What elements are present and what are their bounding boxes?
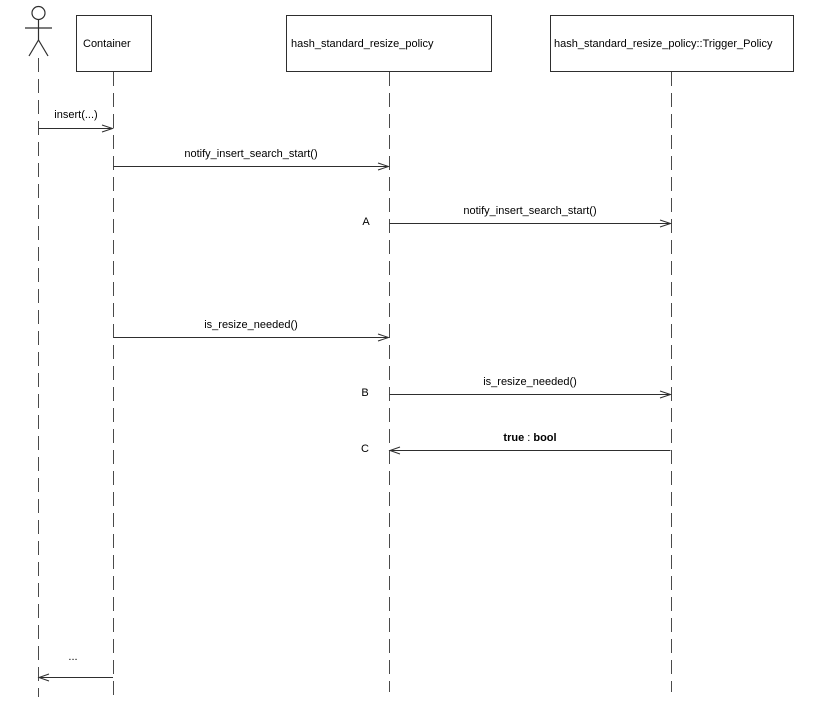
- message-label-notify-insert-search-start-2: notify_insert_search_start(): [463, 205, 597, 217]
- seq-label-b: B: [361, 387, 369, 399]
- return-value: true: [503, 432, 525, 444]
- arrow-notify-insert-search-start-1: [113, 162, 391, 171]
- message-label-is-resize-needed-1: is_resize_needed(): [204, 319, 298, 331]
- participant-box-container: Container: [76, 15, 152, 72]
- return-type: bool: [533, 432, 557, 444]
- seq-label-a: A: [362, 216, 370, 228]
- message-arrows: [37, 124, 673, 682]
- message-label-insert: insert(...): [54, 109, 98, 121]
- participant-box-trigger-policy: hash_standard_resize_policy::Trigger_Pol…: [550, 15, 794, 72]
- arrow-is-resize-needed-2: [389, 390, 673, 399]
- message-label-notify-insert-search-start-1: notify_insert_search_start(): [184, 148, 318, 160]
- actor-icon: [25, 5, 52, 57]
- arrow-is-resize-needed-1: [113, 333, 391, 342]
- seq-label-c: C: [361, 443, 369, 455]
- arrow-insert: [38, 124, 115, 133]
- message-label-true-bool: true : bool: [503, 432, 556, 445]
- arrow-notify-insert-search-start-2: [389, 219, 673, 228]
- message-label-return-dots: ...: [68, 651, 78, 663]
- lifelines: [38, 58, 672, 697]
- arrow-return-dots: [37, 673, 113, 682]
- arrow-return-true-bool: [388, 446, 671, 455]
- participant-box-hash-standard-resize-policy: hash_standard_resize_policy: [286, 15, 492, 72]
- message-label-is-resize-needed-2: is_resize_needed(): [483, 376, 577, 388]
- return-separator: :: [524, 432, 534, 444]
